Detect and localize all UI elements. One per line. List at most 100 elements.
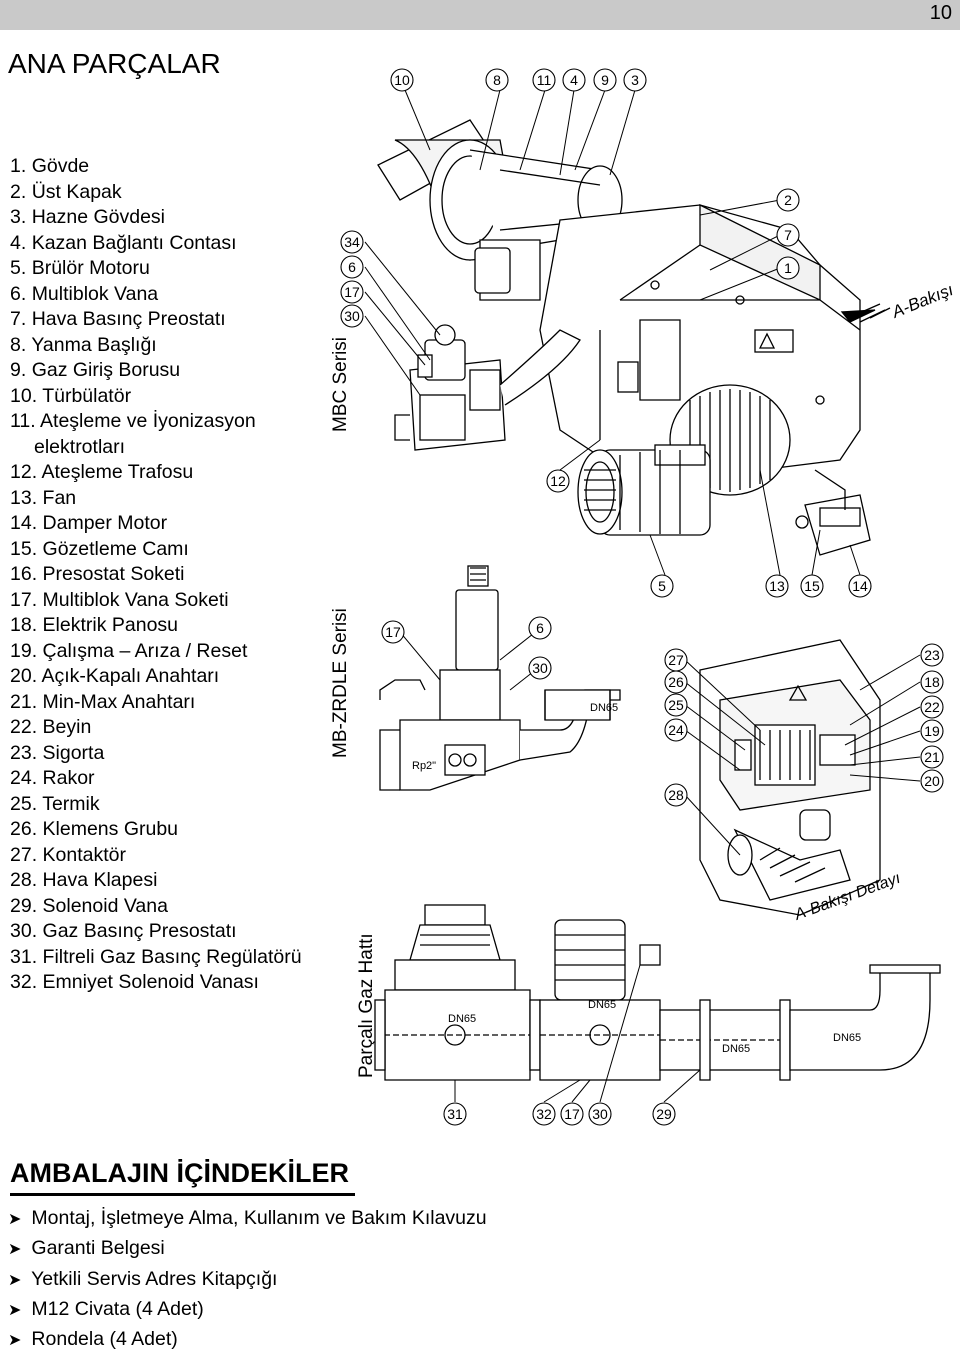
- callout-label: 20: [924, 773, 940, 789]
- part-item: 31. Filtreli Gaz Basınç Regülatörü: [10, 945, 302, 968]
- gas-train-label: Parçalı Gaz Hattı: [356, 933, 377, 1078]
- part-item: 9. Gaz Giriş Borusu: [10, 359, 181, 381]
- callout-label: 26: [668, 674, 684, 690]
- callout-label: 11: [537, 72, 552, 88]
- a-view-label: A-Bakışı: [888, 280, 956, 322]
- part-item: 29. Solenoid Vana: [10, 894, 168, 917]
- section-title: ANA PARÇALAR: [8, 48, 221, 79]
- a-view-arrow: [840, 303, 891, 323]
- arrow-bullet-icon: ➤: [8, 1332, 22, 1350]
- callout-label: 18: [924, 674, 940, 690]
- page-header-bar: 10: [0, 0, 960, 30]
- arrow-bullet-icon: ➤: [8, 1211, 22, 1228]
- mbc-valve-drawing: [394, 324, 581, 451]
- arrow-bullet-icon: ➤: [8, 1271, 22, 1289]
- callout-label: 8: [493, 72, 501, 88]
- callout-label: 30: [344, 308, 360, 324]
- arrow-bullet-icon: ➤: [8, 1301, 22, 1319]
- part-item: 3. Hazne Gövdesi: [10, 206, 166, 228]
- part-item: 28. Hava Klapesi: [10, 869, 158, 891]
- electrical-panel-drawing: [699, 639, 881, 916]
- part-item: 1. Gövde: [10, 155, 90, 177]
- part-item: 12. Ateşleme Trafosu: [10, 461, 194, 483]
- callout-label: 6: [536, 620, 544, 636]
- part-item: 21. Min-Max Anahtarı: [10, 690, 196, 713]
- callout-label: 17: [385, 624, 401, 640]
- part-item: 26. Klemens Grubu: [10, 818, 179, 840]
- gas-train-drawing: [374, 904, 941, 1081]
- part-item: 22. Beyin: [10, 716, 92, 738]
- a-view-detail-label: A-Bakışı Detayı: [792, 870, 903, 924]
- part-item: 23. Sigorta: [10, 741, 105, 764]
- page-number: 10: [929, 2, 952, 24]
- package-item: ➤ Rondela (4 Adet): [8, 1325, 487, 1355]
- callout-label: 21: [924, 749, 940, 765]
- dn65-label: DN65: [448, 1013, 476, 1025]
- mb-zrdle-series-label: MB-ZRDLE Serisi: [330, 608, 351, 758]
- callout-label: 30: [592, 1106, 608, 1122]
- rp2-label: Rp2": [412, 760, 436, 772]
- callout-label: 17: [564, 1106, 580, 1122]
- callout-label: 12: [550, 473, 566, 489]
- mbc-series-label: MBC Serisi: [330, 336, 351, 432]
- burner-head-drawing: [377, 119, 623, 301]
- callout-label: 14: [852, 578, 868, 594]
- parts-list: 1. Gövde 2. Üst Kapak 3. Hazne Gövdesi 4…: [10, 154, 330, 996]
- callout-label: 3: [631, 72, 639, 88]
- part-item: 27. Kontaktör: [10, 843, 126, 866]
- package-item: ➤ Garanti Belgesi: [8, 1234, 487, 1264]
- callout-label: 4: [570, 72, 578, 88]
- part-item: 32. Emniyet Solenoid Vanası: [10, 971, 259, 993]
- part-item: 30. Gaz Basınç Presostatı: [10, 920, 237, 942]
- part-item-continued: elektrotları: [34, 435, 126, 458]
- callout-label: 10: [394, 72, 410, 88]
- callout-label: 27: [668, 652, 684, 668]
- dn65-label: DN65: [590, 702, 618, 714]
- mb-zrdle-valve-drawing: [379, 565, 621, 791]
- callout-label: 30: [532, 660, 548, 676]
- arrow-bullet-icon: ➤: [8, 1241, 22, 1259]
- part-item: 15. Gözetleme Camı: [10, 537, 189, 560]
- part-item: 16. Presostat Soketi: [10, 563, 185, 585]
- part-item: 6. Multiblok Vana: [10, 282, 159, 305]
- part-item: 17. Multiblok Vana Soketi: [10, 588, 229, 611]
- part-item: 20. Açık-Kapalı Anahtarı: [10, 665, 220, 687]
- fan-drawing: [669, 384, 791, 496]
- motor-drawing: [577, 444, 711, 536]
- callout-label: 7: [784, 227, 792, 243]
- callout-label: 9: [601, 72, 609, 88]
- dn65-label: DN65: [722, 1043, 750, 1055]
- part-item: 8. Yanma Başlığı: [10, 333, 157, 356]
- part-item: 24. Rakor: [10, 767, 95, 789]
- part-item: 18. Elektrik Panosu: [10, 614, 179, 636]
- package-item: ➤ Montaj, İşletmeye Alma, Kullanım ve Ba…: [8, 1204, 487, 1234]
- package-contents-list: ➤ Montaj, İşletmeye Alma, Kullanım ve Ba…: [8, 1204, 487, 1355]
- damper-motor-drawing: [795, 469, 871, 556]
- callout-label: 19: [924, 723, 940, 739]
- part-item: 10. Türbülatör: [10, 384, 132, 407]
- part-item: 5. Brülör Motoru: [10, 257, 150, 279]
- callout-label: 25: [668, 697, 684, 713]
- dn65-label: DN65: [588, 999, 616, 1011]
- callout-label: 29: [656, 1106, 672, 1122]
- package-contents-title: AMBALAJIN İÇİNDEKİLER: [10, 1156, 356, 1196]
- part-item: 25. Termik: [10, 792, 100, 815]
- callout-label: 1: [784, 260, 792, 276]
- part-item: 14. Damper Motor: [10, 512, 168, 534]
- burner-housing-drawing: [539, 203, 861, 496]
- package-item: ➤ M12 Civata (4 Adet): [8, 1295, 487, 1325]
- dn65-label: DN65: [833, 1032, 861, 1044]
- callout-label: 24: [668, 722, 684, 738]
- callout-label: 34: [344, 234, 360, 250]
- callout-label: 22: [924, 699, 940, 715]
- callout-label: 5: [658, 578, 666, 594]
- leader-lines: [364, 89, 921, 1103]
- part-item: 13. Fan: [10, 486, 77, 509]
- callout-label: 32: [536, 1106, 552, 1122]
- part-item: 7. Hava Basınç Preostatı: [10, 308, 226, 330]
- part-item: 11. Ateşleme ve İyonizasyon: [10, 410, 256, 432]
- callout-label: 28: [668, 787, 684, 803]
- callouts: [340, 68, 944, 1126]
- package-item: ➤ Yetkili Servis Adres Kitapçığı: [8, 1265, 487, 1295]
- callout-label: 15: [804, 578, 820, 594]
